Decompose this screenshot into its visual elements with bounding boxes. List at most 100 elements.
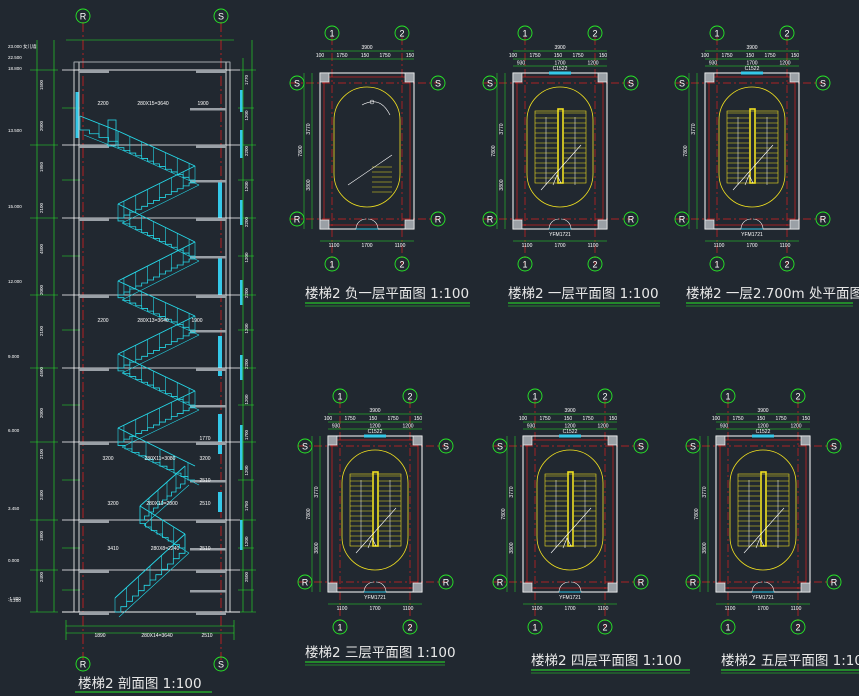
- floor-slab: [196, 612, 226, 615]
- axis-label: R: [80, 660, 87, 670]
- floor-slab: [196, 520, 226, 523]
- height-dimension: 7800: [694, 508, 700, 519]
- axis-bubble-2-top: [402, 388, 418, 404]
- window-label: C1522: [745, 66, 760, 72]
- floor-slab: [196, 570, 226, 573]
- level-label: 13.500: [8, 128, 22, 133]
- bottom-dimension: 1100: [588, 243, 599, 249]
- floor-slab: [79, 70, 109, 73]
- axis-bubble-1-bottom: [709, 256, 725, 272]
- handrail: [760, 471, 767, 547]
- window-label: C1522: [553, 66, 568, 72]
- span-label: 280X13=3640: [137, 318, 169, 324]
- dimension-label: 1200: [244, 536, 249, 547]
- axis-label: R: [497, 577, 504, 587]
- bottom-dimension: 1100: [337, 606, 348, 612]
- floor-slab: [196, 70, 226, 73]
- axis-label: S: [302, 441, 308, 451]
- axis-label: 2: [784, 28, 789, 38]
- axis-bubble-1-bottom: [720, 619, 736, 635]
- window: [364, 434, 386, 438]
- axis-bubble-r-right: [815, 211, 831, 227]
- level-label: 22.500: [8, 55, 22, 60]
- bottom-dimension: 1100: [532, 606, 543, 612]
- axis-label: 1: [714, 28, 719, 38]
- height-dimension: 3770: [702, 486, 708, 497]
- column: [327, 435, 338, 446]
- plan-caption: 楼梯2 五层平面图 1:10: [721, 653, 859, 669]
- column: [597, 219, 608, 230]
- axis-label: S: [218, 12, 224, 22]
- level-label: 18.800: [8, 66, 22, 71]
- axis-bubble-s-right: [438, 438, 454, 454]
- axis-bubble-s-right: [430, 75, 446, 91]
- column: [597, 72, 608, 83]
- sub-dimension: 1700: [554, 61, 565, 67]
- top-dimension: 150: [414, 416, 423, 422]
- column: [800, 582, 811, 593]
- dimension-label: 2000: [39, 284, 44, 295]
- bottom-dimension: 1890: [94, 633, 105, 639]
- axis-bubble-1-top: [720, 388, 736, 404]
- bottom-dimension: 1100: [395, 243, 406, 249]
- top-dimension: 100: [712, 416, 721, 422]
- span-label: 1900: [197, 101, 208, 107]
- dimension-label: 2000: [39, 407, 44, 418]
- sub-dimension: 1200: [564, 424, 575, 430]
- dimension-label: 2200: [244, 216, 249, 227]
- height-dimension: 3770: [499, 123, 505, 134]
- sub-dimension: 1200: [402, 424, 413, 430]
- top-dimension: 100: [509, 53, 518, 59]
- door-label: YFM1721: [752, 595, 774, 601]
- axis-label: S: [487, 78, 493, 88]
- top-dimension: 150: [791, 53, 800, 59]
- axis-label: S: [679, 78, 685, 88]
- bottom-dimension: 1700: [746, 243, 757, 249]
- axis-bubble-1-top: [517, 25, 533, 41]
- floor-slab: [79, 368, 109, 371]
- axis-label: 1: [725, 622, 730, 632]
- height-dimension: 7800: [491, 145, 497, 156]
- level-label: -4.200: [8, 598, 21, 603]
- height-dimension: 3770: [691, 123, 697, 134]
- plan-caption: 楼梯2 三层平面图 1:100: [305, 645, 456, 661]
- stair-flight: [117, 390, 200, 448]
- column: [327, 582, 338, 593]
- axis-label: R: [679, 214, 686, 224]
- level-label: 3.450: [8, 506, 20, 511]
- floor-slab: [79, 145, 109, 148]
- top-dimension: 150: [746, 53, 755, 59]
- stair-flight: [117, 165, 200, 224]
- top-dimension: 100: [316, 53, 325, 59]
- plan-caption: 楼梯2 一层平面图 1:100: [508, 286, 659, 302]
- axis-bubble-r-right: [633, 574, 649, 590]
- span-label: 2510: [199, 501, 210, 507]
- dimension-label: 1200: [244, 465, 249, 476]
- top-total-dimension: 3900: [757, 408, 768, 414]
- sub-dimension: 930: [332, 424, 341, 430]
- handrail: [567, 471, 574, 547]
- top-dimension: 1750: [572, 53, 583, 59]
- top-total-dimension: 3900: [369, 408, 380, 414]
- column: [789, 219, 800, 230]
- stair-oval: [729, 449, 797, 571]
- axis-bubble-1-bottom: [517, 256, 533, 272]
- axis-label: 1: [725, 391, 730, 401]
- section-caption: 楼梯2 剖面图 1:100: [78, 676, 202, 692]
- floor-slab: [196, 145, 226, 148]
- dimension-label: 2200: [244, 287, 249, 298]
- axis-bubble-1-top: [324, 25, 340, 41]
- axis-label: 1: [337, 391, 342, 401]
- column: [522, 435, 533, 446]
- axis-bubble-2-bottom: [779, 256, 795, 272]
- axis-bubble-2-top: [779, 25, 795, 41]
- top-dimension: 1750: [775, 416, 786, 422]
- axis-label: S: [218, 660, 224, 670]
- dimension-label: 2100: [39, 202, 44, 213]
- stair-treads: [534, 110, 587, 184]
- span-label: 280X11=3080: [145, 456, 176, 462]
- dimension-label: 1500: [39, 79, 44, 90]
- column: [789, 72, 800, 83]
- dimension-label: 1770: [244, 74, 249, 85]
- handrail: [749, 108, 756, 184]
